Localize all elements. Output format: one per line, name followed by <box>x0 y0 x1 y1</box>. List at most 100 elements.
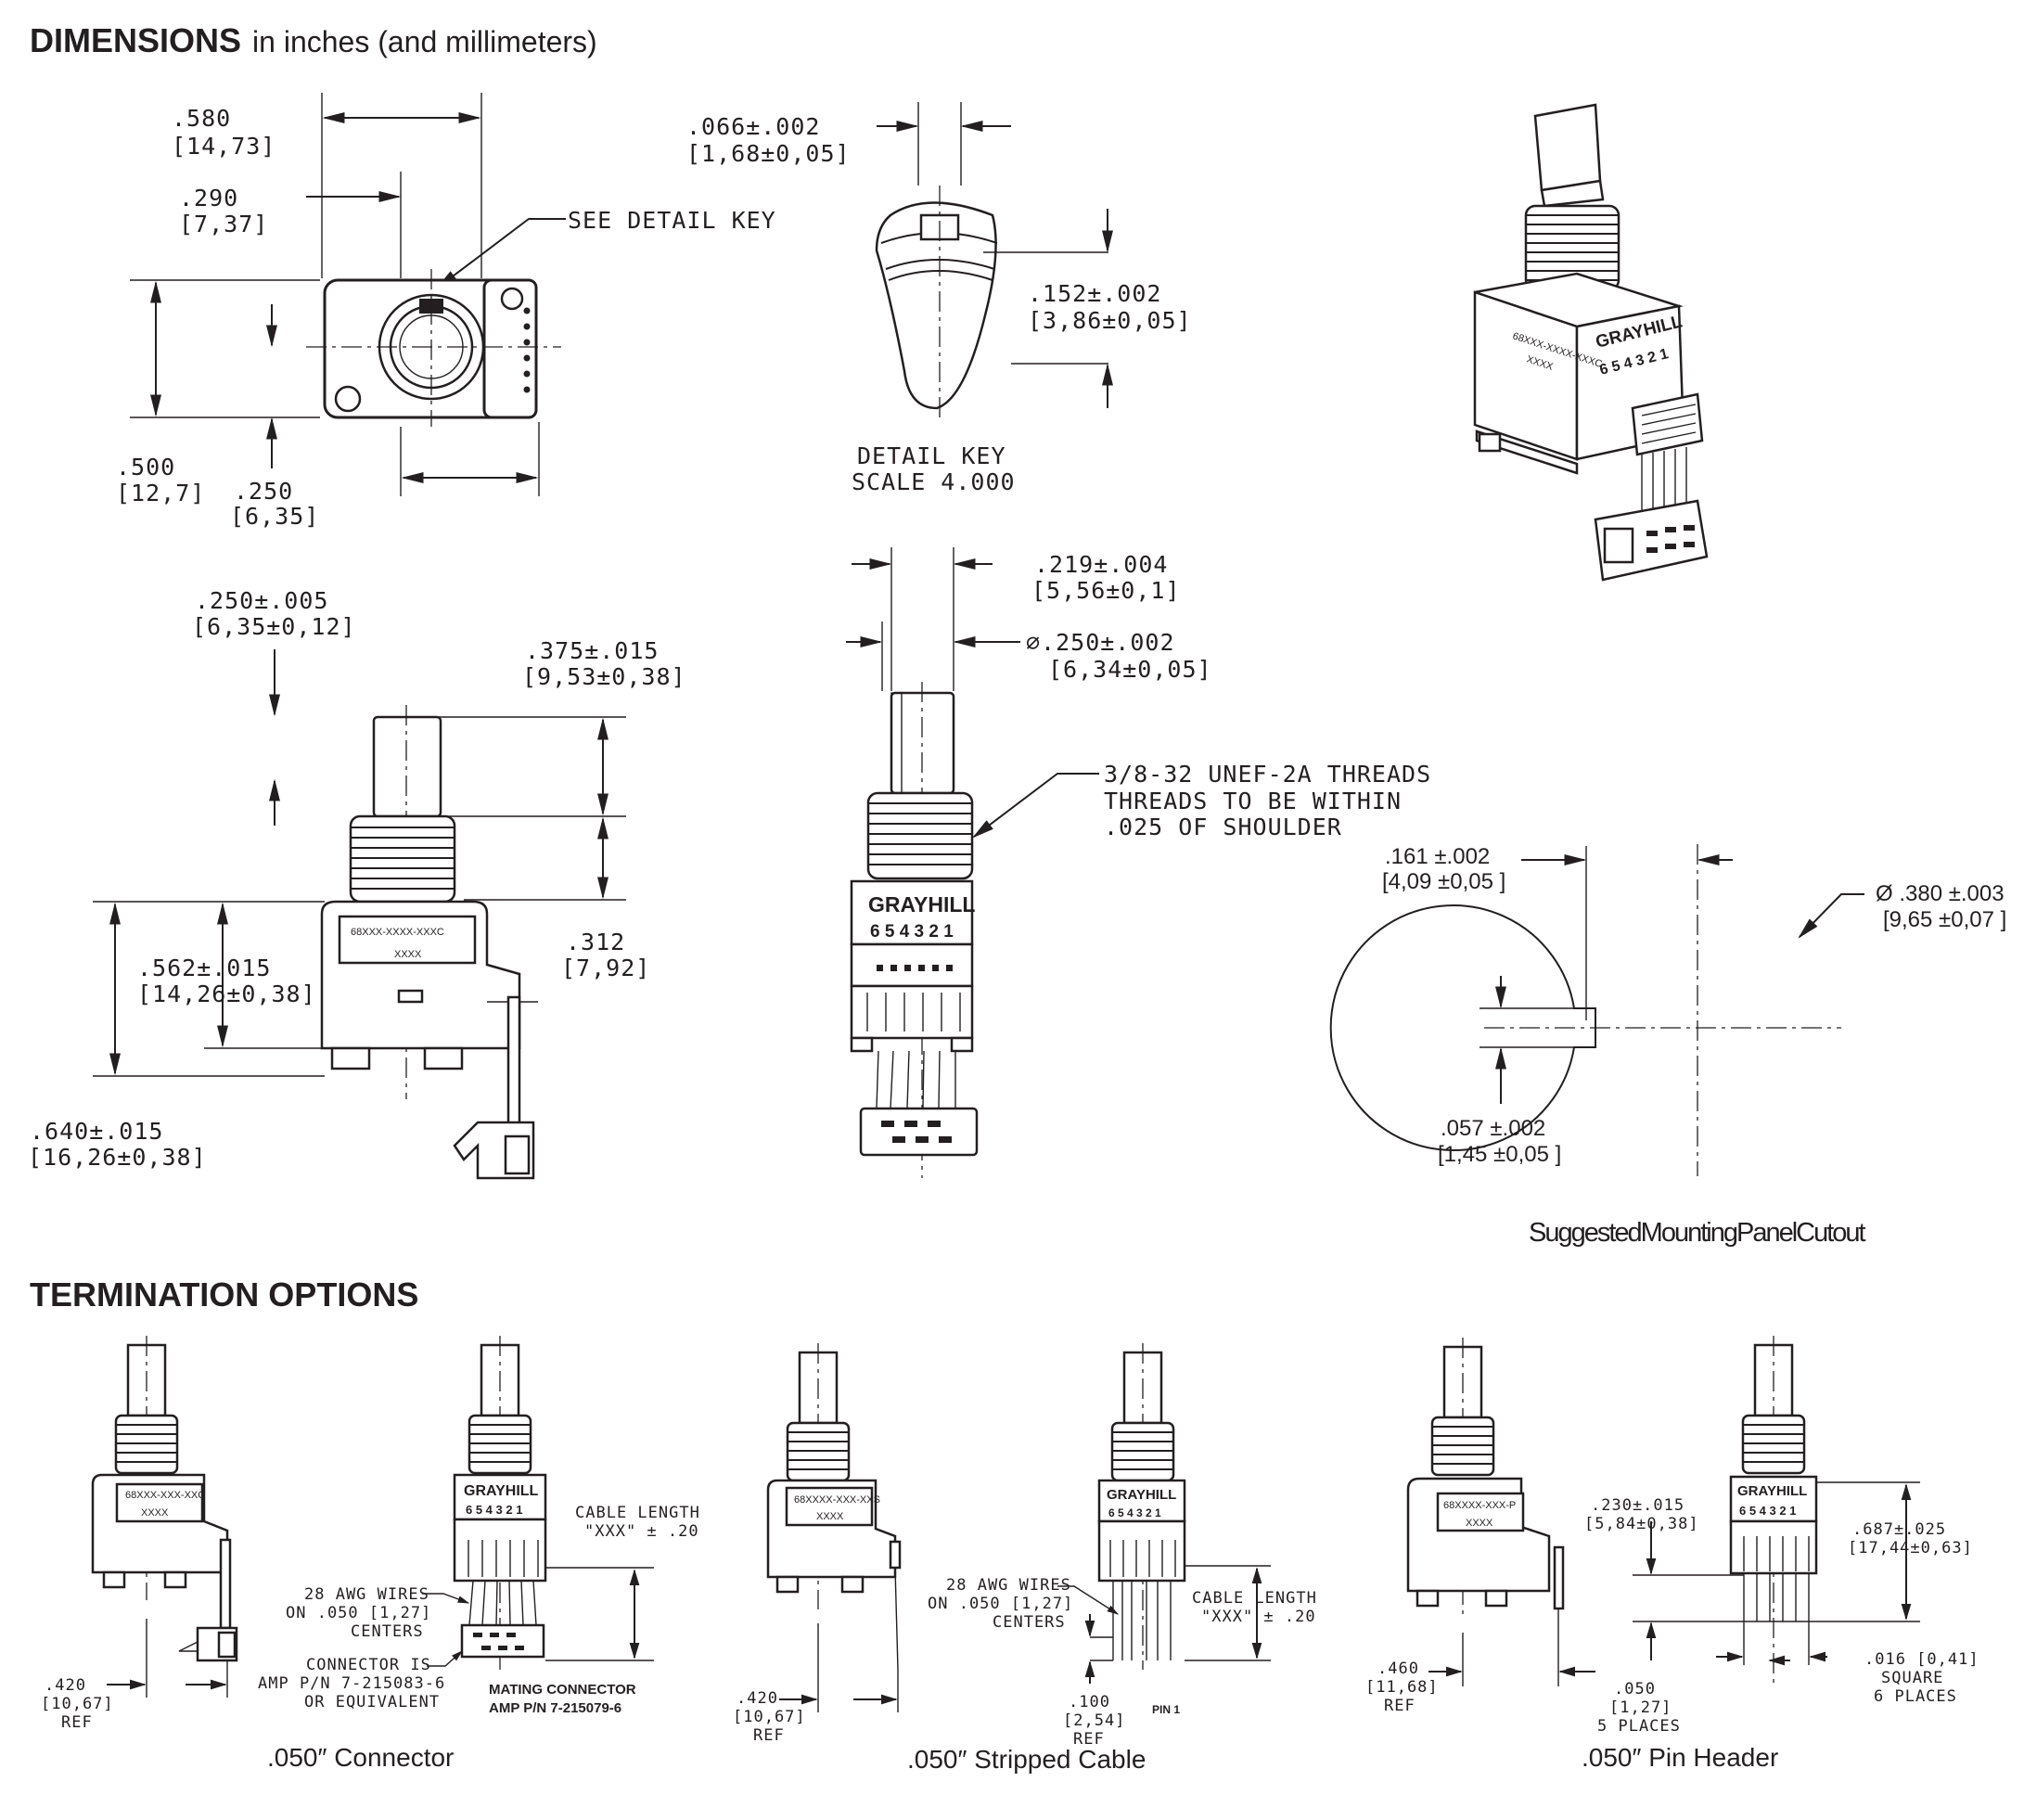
stripped-date-code: XXXX <box>816 1511 844 1522</box>
isometric-view: 68XXX-XXXX-XXXC XXXX GRAYHILL 6 5 4 3 2 … <box>1473 103 1709 582</box>
connector-amp-line-1: CONNECTOR IS <box>306 1656 431 1674</box>
pinheader-ref-mm: [11,68] <box>1365 1678 1439 1697</box>
pinheader-pitch-inches: .050 <box>1614 1680 1656 1698</box>
front-dia-mm: [6,34±0,05] <box>1048 656 1212 683</box>
option-stripped-cable: 68XXXX-XXX-XXS XXXX .420 [10,67] REF GRA… <box>733 1343 1317 1774</box>
pinheader-square-size: .016 [0,41] <box>1864 1650 1979 1669</box>
pinheader-ref-inches: .460 <box>1377 1660 1419 1678</box>
pinheader-pins: 6 5 4 3 2 1 <box>1739 1504 1796 1518</box>
side-date-code: XXXX <box>394 949 422 960</box>
side-body-mm: [14,26±0,38] <box>137 980 316 1007</box>
pinheader-square-label: SQUARE <box>1881 1669 1943 1687</box>
connector-wires-line-3: CENTERS <box>351 1622 424 1641</box>
front-dia-inches: ∅.250±.002 <box>1026 629 1175 656</box>
top-half-inches: .290 <box>179 185 238 211</box>
side-shaft-mm: [6,35±0,12] <box>192 613 356 640</box>
front-flat-mm: [5,56±0,1] <box>1031 577 1181 604</box>
pinheader-pin-mm: [5,84±0,38] <box>1584 1515 1699 1533</box>
top-view: .580 [14,73] .290 [7,37] SEE DETAIL KEY … <box>116 93 776 530</box>
connector-ref-inches: .420 <box>45 1676 86 1695</box>
pinheader-caption: .050″ Pin Header <box>1582 1743 1778 1772</box>
front-brand: GRAYHILL <box>868 892 975 916</box>
stripped-ref-mm: [10,67] <box>733 1708 806 1726</box>
connector-brand: GRAYHILL <box>464 1483 539 1499</box>
thread-note-line-2: THREADS TO BE WITHIN <box>1104 788 1402 814</box>
pinheader-square-places: 6 PLACES <box>1874 1687 1957 1706</box>
option-pin-header: 68XXXX-XXX-P XXXX .460 [11,68] REF GRAYH… <box>1365 1336 1979 1772</box>
top-offset-mm: [6,35] <box>230 503 319 530</box>
connector-mating-line-1: MATING CONNECTOR <box>489 1682 636 1698</box>
front-pins: 6 5 4 3 2 1 <box>870 922 954 942</box>
pinheader-pitch-mm: [1,27] <box>1609 1698 1672 1717</box>
side-bushing-mm: [9,53±0,38] <box>522 663 686 690</box>
connector-part-number: 68XXX-XXX-XXC <box>125 1490 205 1501</box>
pinheader-ref-label: REF <box>1384 1697 1416 1715</box>
detail-key: .066±.002 [1,68±0,05] .152±.002 [3,86±0,… <box>686 102 1192 495</box>
side-bushing-length-inches: .312 <box>566 929 625 955</box>
stripped-wires-line-3: CENTERS <box>993 1613 1066 1632</box>
side-view: .250±.005 [6,35±0,12] .375±.015 [9,53±0,… <box>28 587 686 1180</box>
side-bushing-length-mm: [7,92] <box>561 955 650 981</box>
side-body-inches: .562±.015 <box>137 955 271 981</box>
connector-pins: 6 5 4 3 2 1 <box>466 1503 522 1517</box>
cutout-slot-inches: .057 ±.002 <box>1441 1116 1545 1141</box>
detail-key-title: DETAIL KEY <box>857 442 1006 469</box>
connector-date-code: XXXX <box>141 1507 169 1519</box>
stripped-length-ref: REF <box>1073 1730 1105 1749</box>
stripped-caption: .050″ Stripped Cable <box>907 1745 1146 1774</box>
connector-mating-line-2: AMP P/N 7-215079-6 <box>489 1700 621 1716</box>
connector-wires-line-1: 28 AWG WIRES <box>304 1585 429 1604</box>
pinheader-date-code: XXXX <box>1466 1518 1493 1529</box>
connector-wires-line-2: ON .050 [1,27] <box>286 1604 431 1622</box>
side-part-number: 68XXX-XXXX-XXXC <box>351 927 444 938</box>
pinheader-pitch-places: 5 PLACES <box>1597 1717 1681 1736</box>
thread-note-line-1: 3/8-32 UNEF-2A THREADS <box>1104 761 1431 788</box>
pinheader-length-inches: .687±.025 <box>1852 1520 1946 1539</box>
stripped-pin1-label: PIN 1 <box>1152 1703 1180 1716</box>
top-height-inches: .500 <box>116 454 175 481</box>
stripped-ref-inches: .420 <box>737 1689 778 1708</box>
connector-caption: .050″ Connector <box>267 1743 454 1772</box>
thread-note-line-3: .025 OF SHOULDER <box>1104 814 1342 840</box>
front-view: .219±.004 [5,56±0,1] ∅.250±.002 [6,34±0,… <box>846 547 1431 1178</box>
dimensions-heading-main: DIMENSIONS <box>30 21 241 59</box>
pinheader-length-mm: [17,44±0,63] <box>1848 1539 1973 1557</box>
top-width-mm: [14,73] <box>172 133 275 160</box>
option-connector: 68XXX-XXX-XXC XXXX .420 [10,67] REF GRAY… <box>41 1336 700 1772</box>
stripped-cable-length-value: "XXX" ± .20 <box>1201 1608 1316 1626</box>
cutout-dia-inches: Ø .380 ±.003 <box>1876 881 2005 906</box>
front-flat-inches: .219±.004 <box>1034 551 1168 578</box>
stripped-brand: GRAYHILL <box>1107 1487 1176 1503</box>
key-depth-mm: [3,86±0,05] <box>1028 307 1192 334</box>
connector-ref-mm: [10,67] <box>41 1695 114 1713</box>
see-detail-key-label: SEE DETAIL KEY <box>568 207 776 234</box>
top-half-mm: [7,37] <box>179 211 268 237</box>
connector-cable-length-value: "XXX" ± .20 <box>584 1522 699 1541</box>
panel-cutout: .161 ±.002 [4,09 ±0,05 ] Ø .380 ±.003 [9… <box>1329 844 2006 1248</box>
key-slot-mm: [1,68±0,05] <box>686 140 851 167</box>
connector-cable-length-label: CABLE LENGTH <box>575 1504 700 1522</box>
connector-amp-line-3: OR EQUIVALENT <box>304 1693 440 1711</box>
termination-heading: TERMINATION OPTIONS <box>30 1275 418 1314</box>
connector-ref-label: REF <box>61 1713 93 1732</box>
stripped-wires-line-1: 28 AWG WIRES <box>946 1576 1071 1595</box>
top-height-mm: [12,7] <box>116 480 205 506</box>
stripped-pins: 6 5 4 3 2 1 <box>1108 1506 1161 1519</box>
detail-key-scale: SCALE 4.000 <box>852 468 1016 495</box>
stripped-ref-label: REF <box>753 1726 785 1745</box>
stripped-length-mm: [2,54] <box>1063 1711 1125 1730</box>
stripped-part-number: 68XXXX-XXX-XXS <box>794 1494 880 1506</box>
stripped-length-inches: .100 <box>1069 1693 1110 1711</box>
side-overall-mm: [16,26±0,38] <box>28 1144 207 1171</box>
pinheader-pin-inches: .230±.015 <box>1591 1496 1685 1515</box>
key-depth-inches: .152±.002 <box>1028 280 1161 307</box>
top-width-inches: .580 <box>172 105 231 132</box>
top-offset-inches: .250 <box>234 478 293 505</box>
connector-amp-line-2: AMP P/N 7-215083-6 <box>258 1674 445 1693</box>
stripped-cable-length-label: CABLE LENGTH <box>1192 1589 1317 1608</box>
side-overall-inches: .640±.015 <box>30 1118 163 1145</box>
side-shaft-inches: .250±.005 <box>195 587 328 614</box>
pinheader-part-number: 68XXXX-XXX-P <box>1443 1500 1516 1511</box>
